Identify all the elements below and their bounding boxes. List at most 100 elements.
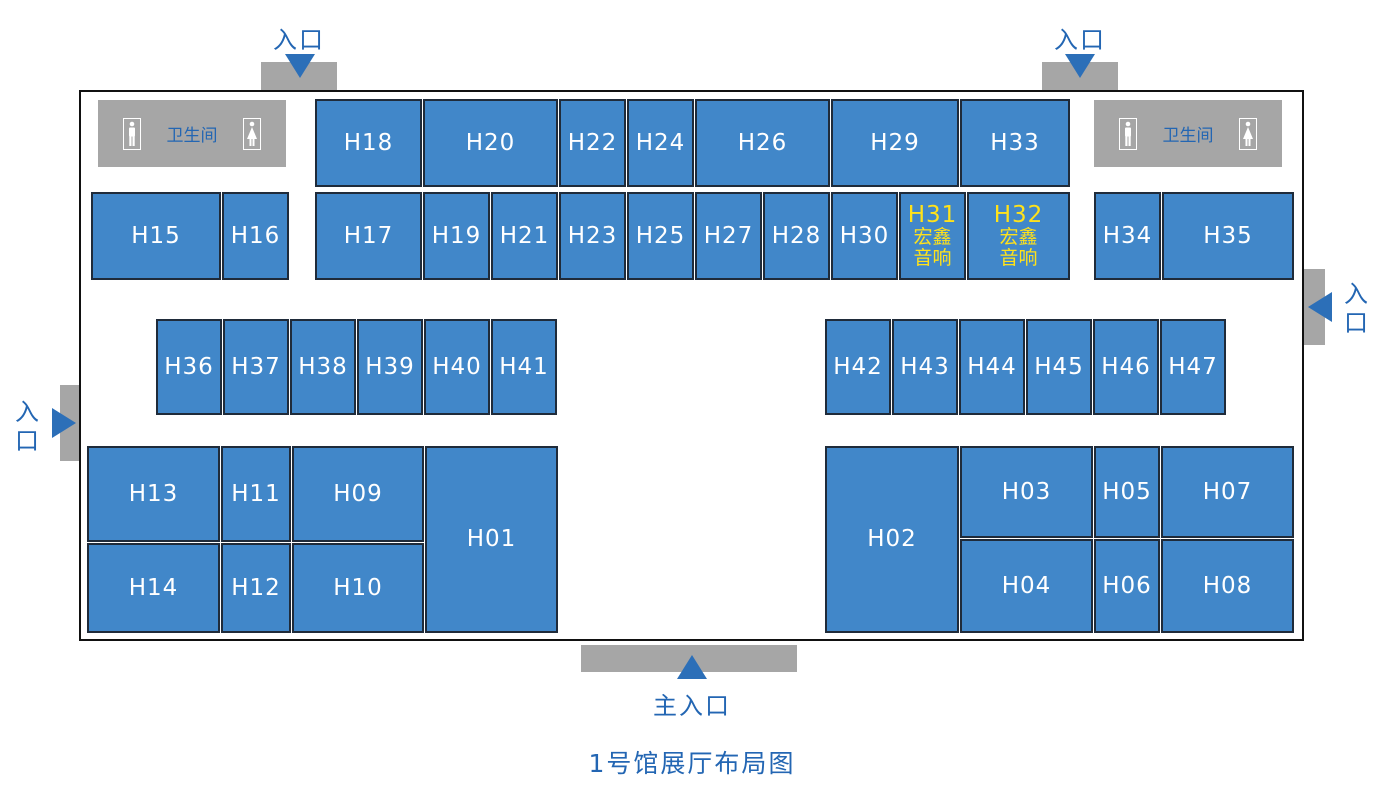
booth-h30[interactable]: H30 xyxy=(831,192,898,280)
booth-h36[interactable]: H36 xyxy=(156,319,222,415)
booth-h02[interactable]: H02 xyxy=(825,446,959,633)
booth-h45[interactable]: H45 xyxy=(1026,319,1092,415)
booth-h05[interactable]: H05 xyxy=(1094,446,1160,538)
booth-h28[interactable]: H28 xyxy=(763,192,830,280)
booth-code: H07 xyxy=(1202,478,1253,505)
booth-h37[interactable]: H37 xyxy=(223,319,289,415)
booth-h27[interactable]: H27 xyxy=(695,192,762,280)
booth-h12[interactable]: H12 xyxy=(221,543,291,633)
booth-h04[interactable]: H04 xyxy=(960,539,1093,633)
booth-h20[interactable]: H20 xyxy=(423,99,558,187)
booth-h01[interactable]: H01 xyxy=(425,446,558,633)
booth-h10[interactable]: H10 xyxy=(292,543,424,633)
booth-h16[interactable]: H16 xyxy=(222,192,289,280)
booth-h26[interactable]: H26 xyxy=(695,99,830,187)
booth-code: H14 xyxy=(128,574,179,601)
entrance-arrow-icon xyxy=(52,408,76,438)
booth-code: H13 xyxy=(128,480,179,507)
booth-h47[interactable]: H47 xyxy=(1160,319,1226,415)
booth-code: H12 xyxy=(231,574,281,601)
booth-code: H42 xyxy=(833,353,883,380)
booth-h41[interactable]: H41 xyxy=(491,319,557,415)
male-restroom-icon xyxy=(1119,117,1138,150)
restroom-left: 卫生间 xyxy=(98,100,286,167)
booth-h21[interactable]: H21 xyxy=(491,192,558,280)
entrance-arrow-icon xyxy=(1065,54,1095,78)
booth-h13[interactable]: H13 xyxy=(87,446,220,542)
booth-code: H08 xyxy=(1202,572,1253,599)
entrance-arrow-icon xyxy=(677,655,707,679)
booth-code: H31 xyxy=(907,202,958,229)
booth-code: H18 xyxy=(343,129,394,156)
booth-exhibitor-name: 音响 xyxy=(999,247,1038,270)
booth-h38[interactable]: H38 xyxy=(290,319,356,415)
booth-h11[interactable]: H11 xyxy=(221,446,291,542)
entrance-arrow-icon xyxy=(1308,292,1332,322)
booth-code: H24 xyxy=(635,129,686,156)
booth-code: H17 xyxy=(343,222,394,249)
booth-code: H41 xyxy=(499,353,549,380)
booth-h33[interactable]: H33 xyxy=(960,99,1070,187)
booth-h22[interactable]: H22 xyxy=(559,99,626,187)
booth-code: H19 xyxy=(431,222,482,249)
booth-code: H11 xyxy=(231,480,281,507)
booth-h44[interactable]: H44 xyxy=(959,319,1025,415)
booth-code: H20 xyxy=(465,129,516,156)
booth-code: H39 xyxy=(365,353,415,380)
booth-exhibitor-name: 宏鑫 xyxy=(913,226,952,249)
booth-h42[interactable]: H42 xyxy=(825,319,891,415)
booth-code: H01 xyxy=(466,526,517,553)
entrance-label-left: 入口 xyxy=(15,398,41,455)
booth-h34[interactable]: H34 xyxy=(1094,192,1161,280)
booth-code: H32 xyxy=(993,202,1044,229)
booth-code: H34 xyxy=(1102,222,1153,249)
booth-h29[interactable]: H29 xyxy=(831,99,959,187)
booth-h19[interactable]: H19 xyxy=(423,192,490,280)
booth-h40[interactable]: H40 xyxy=(424,319,490,415)
booth-code: H29 xyxy=(870,129,920,156)
restroom-right: 卫生间 xyxy=(1094,100,1282,167)
booth-code: H40 xyxy=(432,353,482,380)
restroom-label: 卫生间 xyxy=(166,126,218,146)
booth-h14[interactable]: H14 xyxy=(87,543,220,633)
booth-code: H21 xyxy=(499,222,550,249)
booth-code: H36 xyxy=(164,353,214,380)
entrance-label-right: 入口 xyxy=(1344,280,1370,337)
booth-code: H38 xyxy=(298,353,348,380)
entrance-label-top-left: 入口 xyxy=(273,26,325,54)
booth-code: H10 xyxy=(333,574,383,601)
booth-h18[interactable]: H18 xyxy=(315,99,422,187)
booth-h39[interactable]: H39 xyxy=(357,319,423,415)
booth-h07[interactable]: H07 xyxy=(1161,446,1294,538)
booth-code: H23 xyxy=(567,222,618,249)
booth-h15[interactable]: H15 xyxy=(91,192,221,280)
booth-h06[interactable]: H06 xyxy=(1094,539,1160,633)
entrance-label-top-right: 入口 xyxy=(1054,26,1106,54)
booth-h43[interactable]: H43 xyxy=(892,319,958,415)
booth-h08[interactable]: H08 xyxy=(1161,539,1294,633)
booth-code: H35 xyxy=(1203,222,1253,249)
booth-code: H15 xyxy=(131,222,181,249)
booth-h24[interactable]: H24 xyxy=(627,99,694,187)
booth-code: H30 xyxy=(839,222,890,249)
booth-code: H16 xyxy=(230,222,281,249)
booth-h03[interactable]: H03 xyxy=(960,446,1093,538)
booth-code: H05 xyxy=(1102,478,1152,505)
booth-h35[interactable]: H35 xyxy=(1162,192,1294,280)
booth-exhibitor-name: 音响 xyxy=(913,247,952,270)
booth-code: H44 xyxy=(967,353,1017,380)
booth-h17[interactable]: H17 xyxy=(315,192,422,280)
booth-code: H46 xyxy=(1101,353,1151,380)
booth-h25[interactable]: H25 xyxy=(627,192,694,280)
booth-code: H27 xyxy=(703,222,754,249)
main-entrance-label: 主入口 xyxy=(653,692,731,720)
booth-code: H06 xyxy=(1102,572,1152,599)
booth-h09[interactable]: H09 xyxy=(292,446,424,542)
booth-code: H28 xyxy=(771,222,822,249)
booth-h23[interactable]: H23 xyxy=(559,192,626,280)
booth-h46[interactable]: H46 xyxy=(1093,319,1159,415)
booth-code: H43 xyxy=(900,353,950,380)
booth-code: H22 xyxy=(567,129,618,156)
